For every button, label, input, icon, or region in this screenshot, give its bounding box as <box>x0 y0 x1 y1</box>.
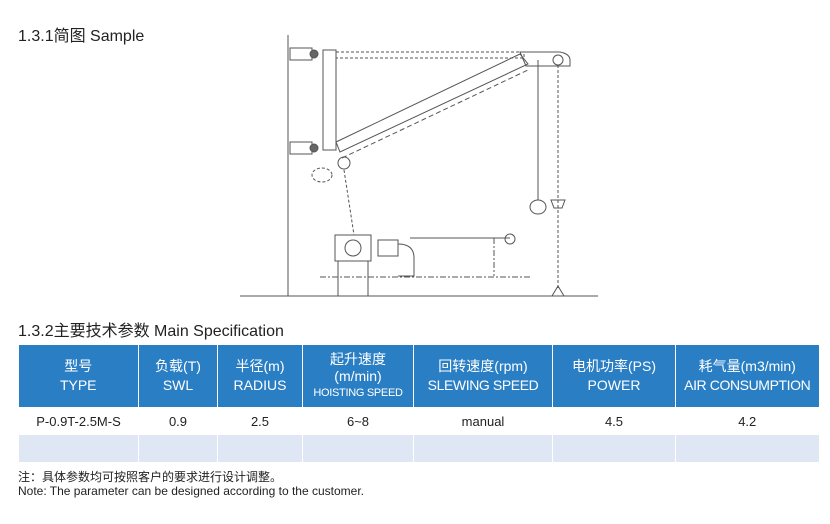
table-row: P-0.9T-2.5M-S 0.9 2.5 6~8 manual 4.5 4.2 <box>18 407 819 435</box>
empty-cell <box>18 435 139 462</box>
hose-line <box>343 169 355 236</box>
header-power: 电机功率(PS)POWER <box>552 345 676 407</box>
motor-stand <box>337 260 369 297</box>
header-radius: 半径(m)RADIUS <box>217 345 303 407</box>
strut-hose <box>341 69 529 159</box>
header-hoisting-speed: 起升速度(m/min)HOISTING SPEED <box>302 345 414 407</box>
control-wheel <box>504 233 516 245</box>
gear-motor <box>334 234 372 262</box>
diagonal-strut <box>335 53 529 153</box>
note: 注：具体参数均可按照客户的要求进行设计调整。 Note: The paramet… <box>18 470 364 498</box>
cell-type: P-0.9T-2.5M-S <box>18 407 139 435</box>
crane-diagram <box>240 35 598 297</box>
section-title-spec: 1.3.2主要技术参数 Main Specification <box>18 323 284 340</box>
empty-cell <box>302 435 414 462</box>
base-anchor <box>551 285 565 297</box>
motor-wheel <box>344 239 362 257</box>
swing-arc <box>311 167 333 183</box>
cell-hoisting-speed: 6~8 <box>302 407 414 435</box>
sheave <box>552 54 564 66</box>
header-slewing-speed: 回转速度(rpm)SLEWING SPEED <box>413 345 553 407</box>
hook-block <box>550 199 566 209</box>
empty-cell <box>217 435 303 462</box>
cell-power: 4.5 <box>552 407 676 435</box>
lower-bracket <box>289 141 313 155</box>
note-en: Note: The parameter can be designed acco… <box>18 484 364 498</box>
cell-swl: 0.9 <box>138 407 218 435</box>
jib-arm <box>335 51 525 59</box>
empty-cell <box>138 435 218 462</box>
header-air-consumption: 耗气量(m3/min)AIR CONSUMPTION <box>675 345 819 407</box>
empty-cell <box>413 435 553 462</box>
table-row-empty <box>18 435 819 462</box>
section-title-sample: 1.3.1简图 Sample <box>18 28 145 45</box>
empty-cell <box>675 435 819 462</box>
pipe <box>397 243 415 277</box>
upper-bracket <box>289 47 313 61</box>
pull-ring <box>529 199 547 215</box>
cell-slewing-speed: manual <box>413 407 553 435</box>
valve-block <box>377 239 399 257</box>
note-cn: 注：具体参数均可按照客户的要求进行设计调整。 <box>18 470 283 484</box>
cell-air-consumption: 4.2 <box>675 407 819 435</box>
header-swl: 负载(T)SWL <box>138 345 218 407</box>
cell-radius: 2.5 <box>217 407 303 435</box>
mast <box>322 49 337 151</box>
jib-head <box>519 51 571 67</box>
upper-pivot <box>309 49 319 59</box>
empty-cell <box>552 435 676 462</box>
lower-pivot <box>309 143 319 153</box>
strut-pivot <box>337 156 351 170</box>
